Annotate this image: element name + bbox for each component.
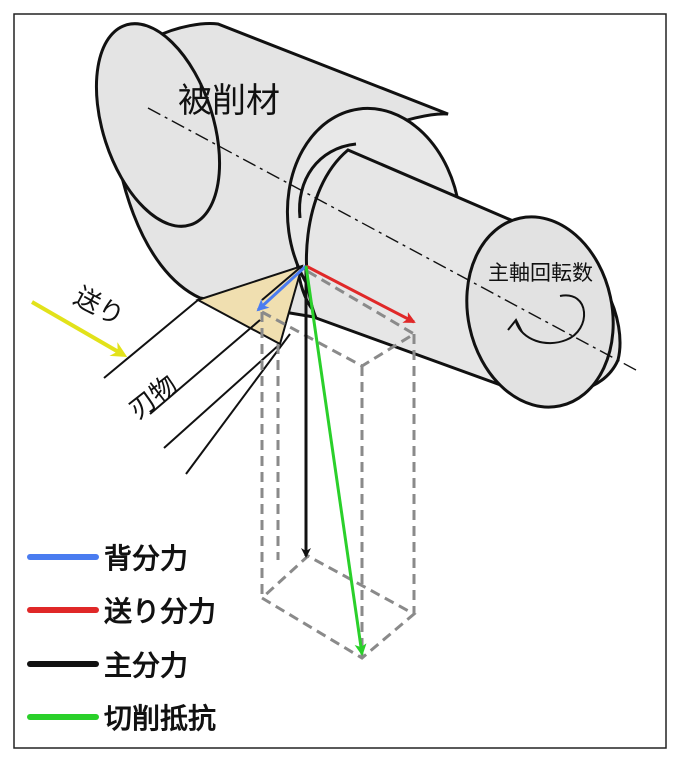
cutting-tool bbox=[103, 264, 304, 475]
frame-border bbox=[13, 13, 667, 749]
legend: 背分力 送り分力 主分力 切削抵抗 bbox=[27, 542, 216, 735]
legend-label-cutting-resistance: 切削抵抗 bbox=[104, 702, 216, 735]
legend-label-main-force: 主分力 bbox=[104, 649, 188, 682]
tool-label: 刃物 bbox=[124, 370, 183, 426]
force-box bbox=[260, 266, 417, 660]
rotation-arrow-icon bbox=[515, 294, 585, 345]
workpiece-body bbox=[94, 22, 622, 409]
legend-item-back-force: 背分力 bbox=[27, 542, 188, 575]
legend-label-back-force: 背分力 bbox=[104, 542, 188, 575]
feed-label: 送り bbox=[69, 282, 129, 333]
legend-item-cutting-resistance: 切削抵抗 bbox=[27, 702, 216, 735]
spindle-speed-label: 主軸回転数 bbox=[488, 261, 593, 285]
legend-label-feed-force: 送り分力 bbox=[104, 595, 216, 628]
cutting-resistance-arrow bbox=[304, 265, 367, 656]
shoulder-edge bbox=[298, 142, 357, 219]
back-force-arrow bbox=[256, 264, 308, 312]
rotation-arrowhead-icon bbox=[507, 318, 523, 333]
axis-line bbox=[147, 107, 637, 371]
workpiece-label: 被削材 bbox=[178, 81, 280, 121]
feed-direction-arrow bbox=[30, 300, 128, 358]
legend-item-feed-force: 送り分力 bbox=[27, 595, 216, 628]
legend-item-main-force: 主分力 bbox=[27, 649, 188, 682]
feed-force-arrow bbox=[305, 264, 416, 324]
